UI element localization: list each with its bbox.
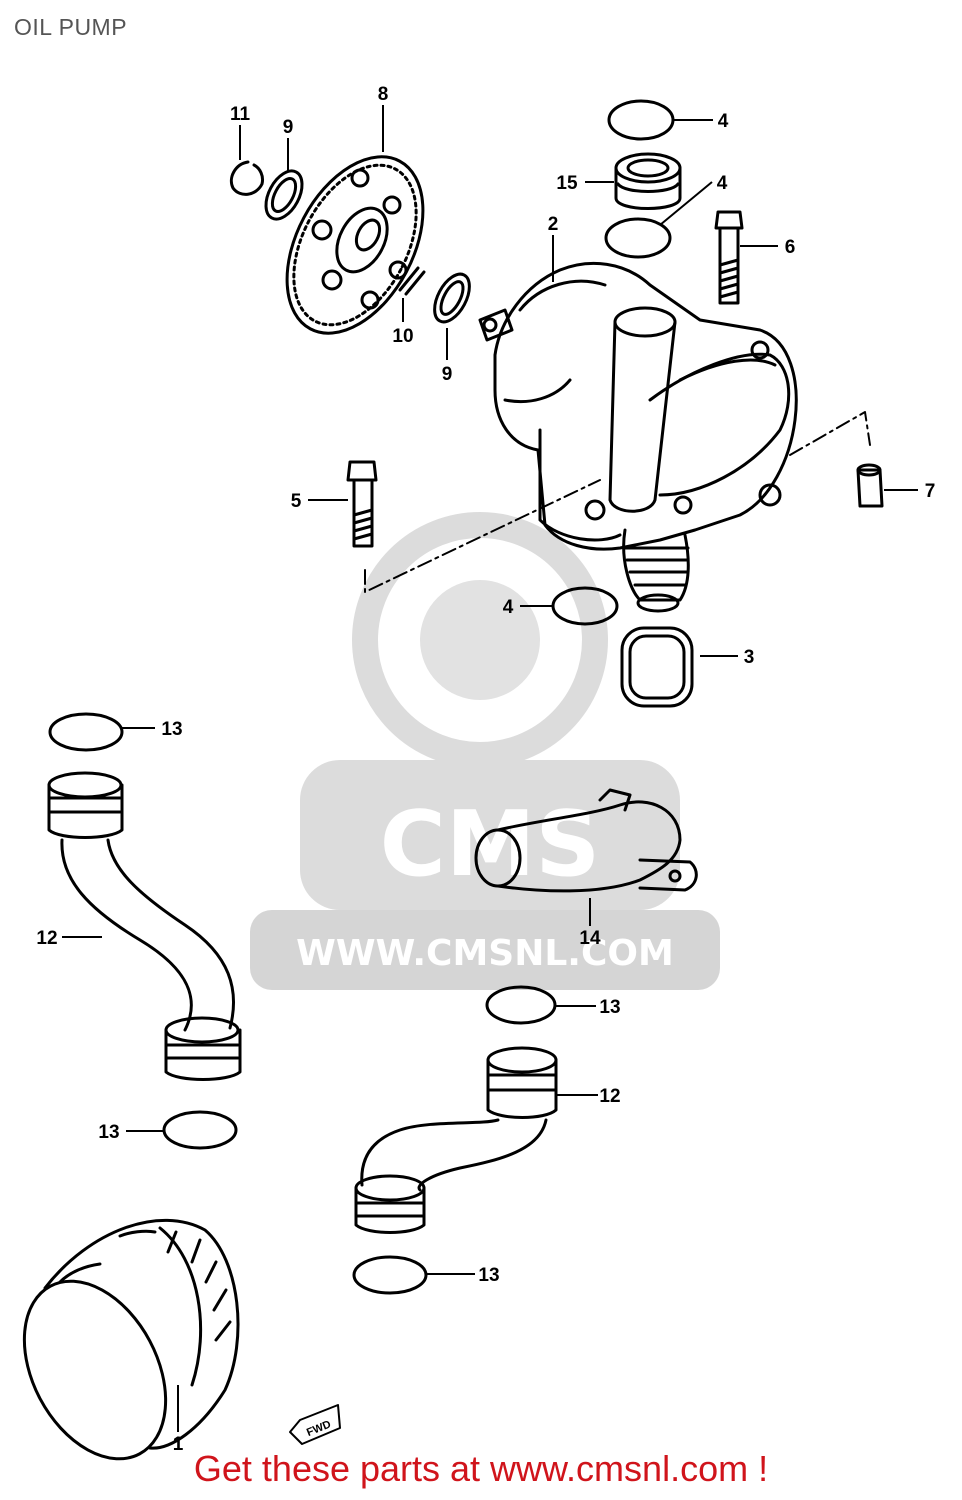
assembly-lines	[364, 411, 871, 593]
gear-part-8	[285, 155, 425, 335]
leader-lines	[62, 105, 918, 1432]
bolt-part-6	[714, 210, 744, 305]
callout-12-left: 12	[36, 928, 57, 949]
oring-part-4-second	[604, 217, 672, 259]
pin-part-10	[398, 266, 426, 296]
footer-cta-link[interactable]: Get these parts at www.cmsnl.com !	[193, 1448, 769, 1489]
callout-7: 7	[925, 481, 936, 502]
oil-pipe-part-12-left	[47, 771, 242, 1081]
callout-4-third: 4	[503, 597, 514, 618]
callout-5: 5	[291, 491, 302, 512]
callout-10: 10	[392, 326, 413, 347]
circlip-part-11	[229, 160, 264, 196]
callout-3: 3	[744, 647, 755, 668]
callout-12-right: 12	[599, 1086, 620, 1107]
callout-14: 14	[579, 928, 601, 949]
oring-part-4-top	[607, 99, 675, 141]
callout-15: 15	[556, 173, 578, 194]
callout-13-a: 13	[161, 719, 182, 740]
oring-part-13-c	[485, 985, 557, 1025]
callout-13-b: 13	[599, 997, 620, 1018]
oring-part-13-a	[48, 712, 124, 752]
gasket-part-3	[620, 626, 694, 708]
washer-part-9-upper	[264, 169, 304, 221]
watermark-logo: CMS	[380, 792, 600, 897]
dowel-part-7	[856, 463, 884, 508]
watermark-url: WWW.CMSNL.COM	[296, 933, 674, 974]
oil-filter-part-1	[22, 1218, 240, 1461]
oil-pump-body-part-2	[478, 261, 798, 551]
callout-9-upper: 9	[283, 117, 294, 138]
seal-part-15	[614, 152, 682, 210]
callout-11: 11	[230, 104, 251, 125]
oil-pipe-part-12-right	[354, 1046, 558, 1234]
callout-4-second: 4	[717, 173, 728, 194]
fwd-arrow-icon	[289, 1404, 341, 1445]
callout-labels: 11 9 8 10 9 4 15 4 2 6 7 5 4 3 13 12 14 …	[36, 84, 935, 1455]
oil-pipe-part-14	[474, 788, 698, 893]
callout-4-top: 4	[718, 111, 729, 132]
watermark: CMS WWW.CMSNL.COM	[250, 512, 720, 990]
callout-6: 6	[785, 237, 796, 258]
callout-9-lower: 9	[442, 364, 453, 385]
washer-part-9-lower	[433, 272, 471, 324]
callout-2: 2	[548, 214, 559, 235]
pump-outlet-nozzle	[622, 528, 690, 613]
oring-part-13-d	[352, 1255, 428, 1295]
callout-13-c: 13	[98, 1122, 119, 1143]
callout-1: 1	[173, 1434, 184, 1455]
page-title: OIL PUMP	[14, 14, 128, 40]
callout-13-d: 13	[478, 1265, 499, 1286]
oring-part-13-b	[162, 1110, 238, 1150]
bolt-part-5	[346, 460, 378, 548]
callout-8: 8	[378, 84, 389, 105]
